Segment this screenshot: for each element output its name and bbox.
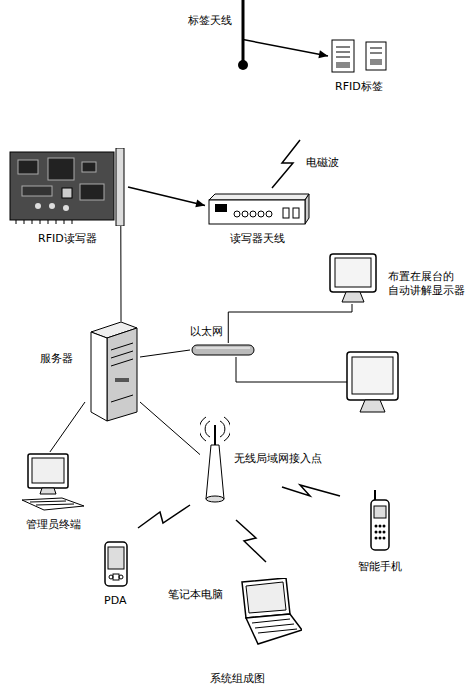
arrow-head: [318, 50, 328, 58]
rfid-tag: RFID标签: [328, 38, 390, 74]
smart-phone: 智能手机: [365, 490, 395, 552]
monitor-frame: [347, 352, 398, 400]
device-label: 智能手机: [358, 560, 402, 574]
figure-caption: 系统组成图: [0, 672, 474, 686]
pda: PDA: [103, 540, 129, 588]
connector-line: [140, 350, 190, 357]
device-label: RFID标签: [335, 80, 383, 94]
monitor-icon: [328, 252, 378, 304]
laptop: 笔记本电脑: [228, 578, 302, 646]
monitor-screen: [352, 357, 393, 394]
connector: [243, 40, 328, 59]
connector-line: [228, 304, 352, 343]
connector-line: [120, 226, 121, 322]
wave-label: 电磁波: [306, 156, 339, 170]
ethernet-hub: 以太网: [190, 343, 256, 357]
connector: [128, 187, 205, 207]
hub-icon: [190, 343, 256, 357]
display-monitor: 布置在展台的 自动讲解显示器: [328, 252, 378, 304]
wireless-bolt: [138, 505, 190, 528]
device-label: 布置在展台的 自动讲解显示器: [388, 270, 468, 298]
monitor-icon: [347, 352, 398, 412]
admin-terminal: 管理员终端: [22, 452, 84, 512]
device-label: 无线局域网接入点: [234, 452, 322, 466]
reader-antenna: 读写器天线: [205, 192, 311, 226]
admin-icon: [22, 452, 84, 512]
ant-icon: [236, 0, 250, 72]
connector: [120, 226, 121, 322]
tag-antenna: 标签天线: [236, 0, 250, 72]
wireless-bolt: [236, 520, 266, 562]
ap-icon: [200, 415, 230, 503]
device-label: 以太网: [190, 325, 223, 339]
board-icon: [8, 148, 128, 226]
arrow-head: [195, 200, 205, 208]
device-label: 服务器: [40, 352, 73, 366]
rfid-reader-board: RFID读写器: [8, 148, 128, 226]
device-label: 管理员终端: [26, 518, 81, 532]
connector: [140, 350, 190, 357]
device-label: 笔记本电脑: [168, 588, 223, 602]
wireless-access-point: 无线局域网接入点: [200, 415, 230, 503]
em-wave-bolt: [272, 140, 300, 188]
connector-line: [140, 402, 200, 455]
connector-line: [243, 40, 328, 56]
laptop-icon: [228, 578, 302, 646]
ethernet-wire: [236, 357, 347, 382]
connector: [50, 402, 85, 452]
device-label: PDA: [104, 594, 126, 608]
pda-icon: [103, 540, 129, 588]
tags-icon: [328, 38, 390, 74]
device-label: RFID读写器: [38, 232, 97, 246]
phone-icon: [365, 490, 395, 552]
device-label: 标签天线: [188, 14, 232, 28]
wireless-bolt: [282, 485, 340, 496]
connector: [140, 402, 200, 455]
server: 服务器: [85, 322, 140, 422]
monitor-stand: [360, 400, 385, 412]
device-label: 读写器天线: [230, 232, 285, 246]
server-icon: [85, 322, 140, 422]
connector-line: [128, 187, 205, 206]
connector: [228, 304, 352, 343]
reader-icon: [205, 192, 311, 226]
wireless-bolts: [138, 140, 340, 562]
connector-line: [50, 402, 85, 452]
